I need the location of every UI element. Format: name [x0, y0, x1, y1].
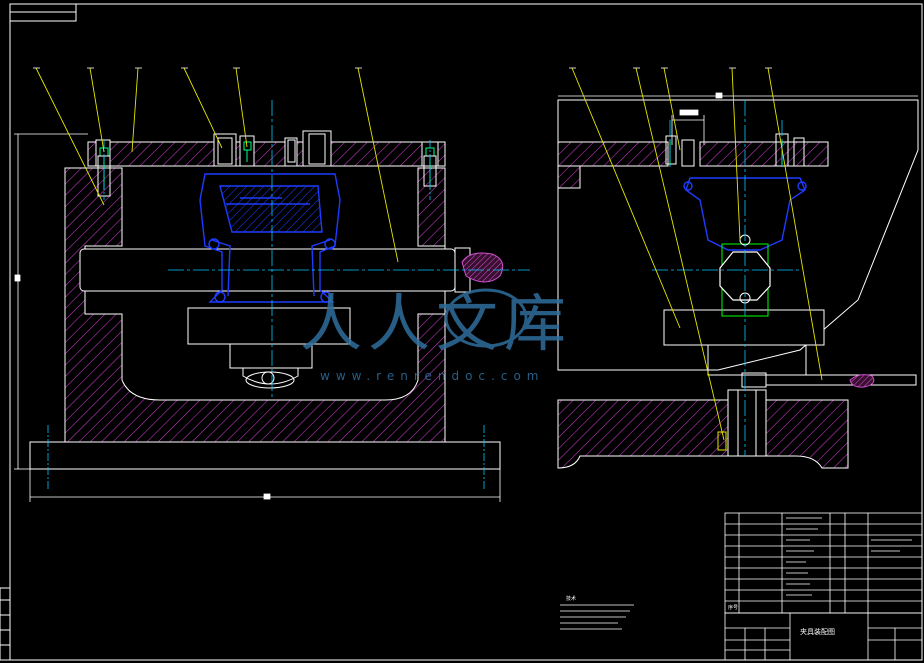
side-view — [557, 67, 919, 469]
side-cover — [557, 141, 829, 167]
watermark-site: www.renrendoc.com — [320, 369, 544, 383]
watermark: 人人文库 www.renrendoc.com — [300, 287, 572, 383]
dimensions — [14, 133, 501, 502]
side-support — [663, 309, 825, 346]
technical-notes: 技术 — [560, 595, 634, 630]
parts-list — [724, 512, 923, 614]
front-view — [14, 67, 530, 502]
watermark-brand: 人人文库 — [300, 287, 572, 360]
cover-plate — [87, 141, 446, 167]
workpiece — [199, 173, 341, 303]
base-plate — [29, 441, 501, 470]
part-leaders — [35, 67, 399, 263]
svg-text:序号: 序号 — [728, 604, 738, 611]
title-block — [724, 612, 923, 661]
svg-text:技术: 技术 — [566, 595, 576, 602]
drawing-frame — [0, 3, 923, 661]
support-block — [187, 307, 351, 345]
drawing-title: 夹具装配图 — [800, 627, 835, 636]
centerlines — [47, 100, 530, 490]
